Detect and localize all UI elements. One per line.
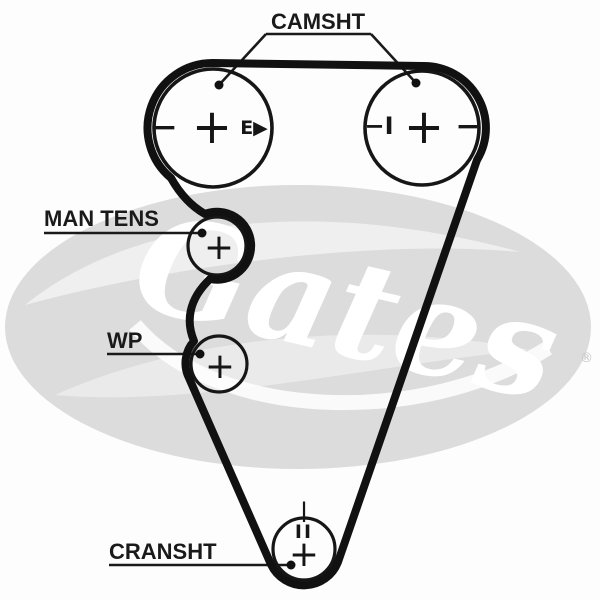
callouts: CAMSHT MAN TENS WP CRANSHT (44, 9, 417, 567)
pulley-camshaft-right (363, 69, 481, 187)
pulley-manual-tensioner (186, 215, 248, 277)
camshaft-left-dot (214, 80, 224, 90)
camshaft-right-dot (411, 78, 421, 88)
pulley-crankshaft (271, 516, 337, 582)
cam-right-intake-mark: −I (364, 112, 393, 140)
watermark-underline-swash (129, 320, 552, 411)
cam-left-exhaust-arrow-mark: E▶ (240, 117, 268, 139)
pulleys (152, 67, 481, 582)
label-water-pump: WP (107, 328, 142, 353)
cranshaft-dot (286, 560, 296, 570)
camshaft-leader-right (370, 33, 417, 84)
watermark-swoosh-top (25, 221, 520, 305)
crank-timing-tick-mark: | (300, 498, 307, 522)
label-camshaft: CAMSHT (271, 9, 366, 34)
pulley-markings: − + E▶ −I + − + + | II + (152, 99, 480, 575)
crank-timing-ii-mark: II (295, 521, 313, 543)
pulley-water-pump (189, 334, 249, 394)
registered-trademark-icon: ® (580, 351, 593, 366)
cam-right-plus-mark: + (404, 99, 444, 155)
pulley-camshaft-left (152, 67, 274, 189)
cam-right-minus-mark: − (455, 109, 480, 144)
crank-plus-mark: + (289, 534, 319, 575)
cam-left-plus-mark: + (192, 99, 232, 155)
man-tens-dot (197, 228, 207, 238)
timing-belt-path (143, 58, 490, 590)
wp-plus-mark: + (205, 346, 235, 387)
man-tens-plus-mark: + (204, 227, 234, 268)
label-manual-tensioner: MAN TENS (44, 206, 159, 231)
cam-left-minus-mark: − (152, 110, 177, 145)
wp-dot (195, 349, 205, 359)
leader-dots (195, 78, 421, 570)
label-crankshaft: CRANSHT (109, 539, 217, 564)
